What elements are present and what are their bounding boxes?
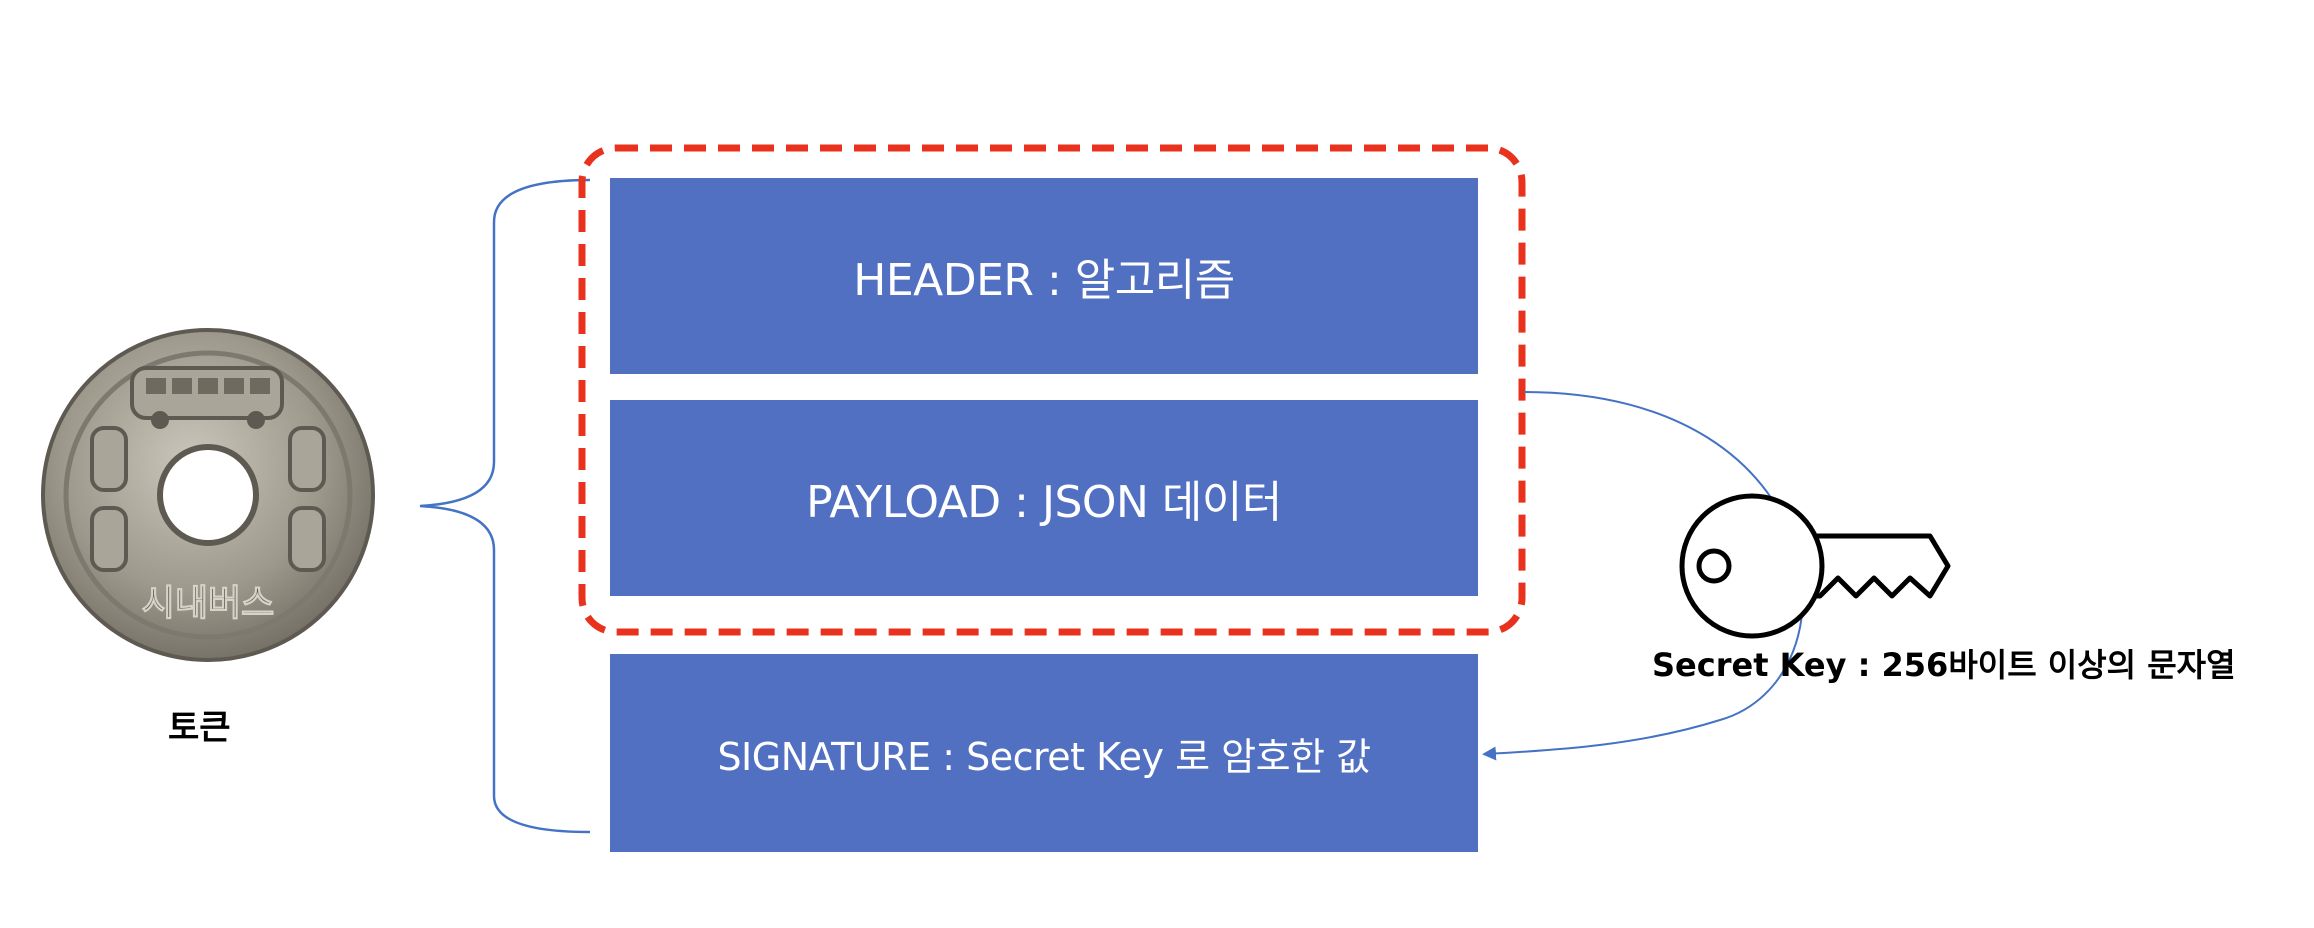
coin-inscription: 시내버스 xyxy=(142,583,274,624)
secret-key-label: Secret Key : 256바이트 이상의 문자열 xyxy=(1652,646,2236,684)
token-brace xyxy=(419,178,591,834)
header-payload-dashed-outline xyxy=(578,144,1526,636)
header-label: HEADER : 알고리즘 xyxy=(853,255,1235,306)
jwt-signature-block: SIGNATURE : Secret Key 로 암호한 값 xyxy=(610,654,1478,852)
key-to-signature-arrow xyxy=(1482,391,1804,761)
bus-token-coin-image: 시내버스 xyxy=(41,328,375,662)
payload-label: PAYLOAD : JSON 데이터 xyxy=(806,477,1282,528)
signature-label: SIGNATURE : Secret Key 로 암호한 값 xyxy=(717,734,1371,779)
jwt-payload-block: PAYLOAD : JSON 데이터 xyxy=(610,400,1478,596)
jwt-header-block: HEADER : 알고리즘 xyxy=(610,178,1478,374)
key-icon xyxy=(1679,493,1951,639)
token-label: 토큰 xyxy=(168,708,231,748)
